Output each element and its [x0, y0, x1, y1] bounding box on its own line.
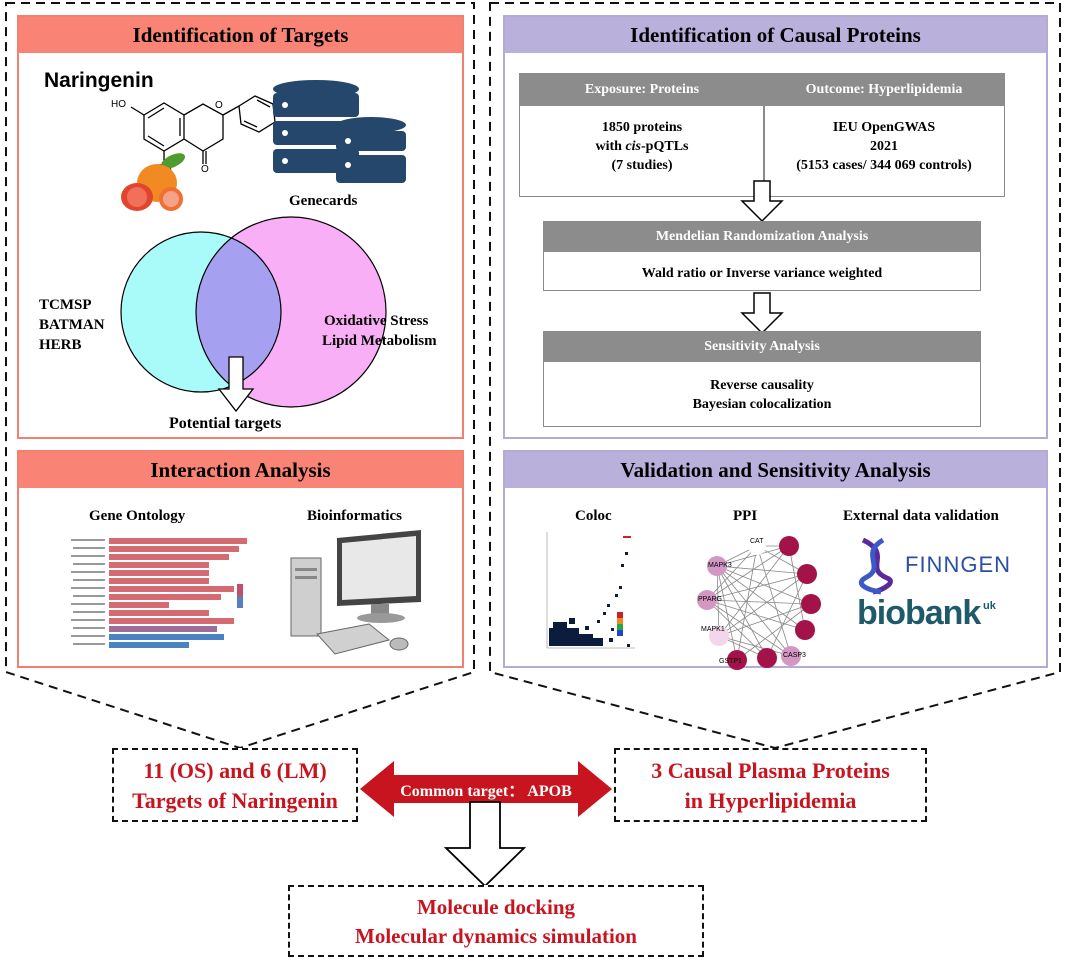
potential-targets-label: Potential targets	[169, 415, 282, 432]
exposure-head: Exposure: Proteins	[584, 82, 700, 97]
molecule-label-o-ring: O	[215, 100, 223, 111]
identification-targets-panel: Identification of Targets Naringenin HO …	[17, 15, 464, 439]
causal-proteins-panel: Identification of Causal Proteins Exposu…	[503, 15, 1048, 439]
down-arrow-icon	[740, 180, 784, 223]
causal-proteins-box: 3 Causal Plasma Proteins in Hyperlipidem…	[614, 748, 927, 822]
mr-head: Mendelian Randomization Analysis	[544, 222, 980, 252]
finngen-wordmark: FINNGEN	[905, 552, 1011, 577]
exposure-cell: 1850 proteins with cis-pQTLs (7 studies)	[520, 118, 764, 175]
mr-analysis-box: Mendelian Randomization Analysis Wald ra…	[543, 221, 981, 291]
docking-line-2: Molecular dynamics simulation	[355, 924, 637, 948]
biobank-logo: biobank	[857, 594, 981, 632]
with-text: with	[595, 139, 626, 154]
outcome-line-1: IEU OpenGWAS	[832, 120, 936, 135]
docking-box: Molecule docking Molecular dynamics simu…	[288, 885, 704, 957]
computer-icon	[290, 530, 421, 655]
ppi-label: PPI	[733, 508, 758, 524]
exposure-outcome-table: Exposure: Proteins Outcome: Hyperlipidem…	[519, 73, 1005, 197]
coloc-scatter-thumbnail	[546, 532, 635, 649]
exposure-line-3: (7 studies)	[611, 158, 673, 173]
ppi-node-pparg: PPARG	[698, 596, 722, 603]
molecule-label-o-ketone: O	[201, 164, 209, 175]
finngen-logo-icon	[858, 537, 893, 595]
outcome-line-3: (5153 cases/ 344 069 controls)	[796, 158, 972, 173]
db-herb: HERB	[39, 337, 82, 353]
panel-title: Interaction Analysis	[19, 452, 462, 488]
ppi-node-cat: CAT	[750, 538, 764, 545]
down-arrow-icon	[217, 356, 255, 413]
bioinformatics-label: Bioinformatics	[307, 508, 402, 524]
sens-line-1: Reverse causality	[710, 378, 814, 393]
ppi-node-mapk1: MAPK1	[701, 626, 725, 633]
down-arrow-icon	[740, 292, 784, 335]
ppi-network	[697, 536, 821, 670]
exposure-line-2: with cis-pQTLs	[520, 137, 764, 156]
common-target-label: Common target： APOB	[400, 783, 572, 800]
sens-head: Sensitivity Analysis	[544, 332, 980, 362]
ppi-node-gstp1: GSTP1	[719, 658, 742, 665]
naringenin-label: Naringenin	[44, 69, 154, 92]
outcome-cell: IEU OpenGWAS 2021 (5153 cases/ 344 069 c…	[764, 118, 1004, 175]
docking-line-1: Molecule docking	[416, 895, 576, 919]
pqtls-text: -pQTLs	[641, 139, 689, 154]
lipid-metabolism-label: Lipid Metabolism	[322, 333, 437, 349]
outcome-line-2: 2021	[870, 139, 898, 154]
table-divider	[763, 106, 765, 196]
external-validation-label: External data validation	[843, 508, 999, 524]
coloc-label: Coloc	[575, 508, 612, 524]
molecule-label-ho: HO	[111, 99, 126, 110]
genecards-label: Genecards	[289, 193, 358, 209]
oxidative-stress-label: Oxidative Stress	[324, 313, 429, 329]
go-bar-chart-thumbnail	[71, 538, 247, 648]
sens-body: Reverse causality Bayesian colocalizatio…	[544, 376, 980, 414]
gene-ontology-label: Gene Ontology	[89, 508, 186, 524]
db-tcmsp: TCMSP	[39, 297, 92, 313]
grapefruit-icon	[121, 153, 186, 211]
causal-proteins-line-1: 3 Causal Plasma Proteins	[651, 758, 890, 783]
sensitivity-analysis-box: Sensitivity Analysis Reverse causality B…	[543, 331, 981, 427]
panel-title: Identification of Targets	[19, 17, 462, 53]
ppi-node-casp3: CASP3	[783, 652, 806, 659]
mr-body: Wald ratio or Inverse variance weighted	[641, 266, 883, 281]
ppi-node-mapk3: MAPK3	[708, 562, 732, 569]
database-icon	[273, 80, 406, 183]
causal-proteins-line-2: in Hyperlipidemia	[684, 788, 857, 813]
double-arrow-icon	[360, 761, 612, 817]
cis-text: cis	[625, 139, 642, 154]
db-batman: BATMAN	[39, 317, 105, 333]
naringenin-targets-line-1: 11 (OS) and 6 (LM)	[143, 758, 327, 783]
validation-panel: Validation and Sensitivity Analysis Colo…	[503, 450, 1048, 670]
interaction-analysis-panel: Interaction Analysis Gene Ontology Bioin…	[17, 450, 464, 668]
biobank-uk-mark: uk	[983, 600, 996, 612]
down-arrow-large-icon	[443, 801, 527, 888]
sens-line-2: Bayesian colocalization	[692, 397, 832, 412]
naringenin-structure-icon	[130, 95, 286, 164]
naringenin-targets-box: 11 (OS) and 6 (LM) Targets of Naringenin	[112, 748, 358, 822]
table-header: Exposure: Proteins Outcome: Hyperlipidem…	[520, 74, 1004, 106]
panel-title: Identification of Causal Proteins	[505, 17, 1046, 53]
naringenin-targets-line-2: Targets of Naringenin	[132, 788, 338, 813]
exposure-line-1: 1850 proteins	[601, 120, 683, 135]
outcome-head: Outcome: Hyperlipidemia	[805, 82, 963, 97]
panel-title: Validation and Sensitivity Analysis	[505, 452, 1046, 488]
